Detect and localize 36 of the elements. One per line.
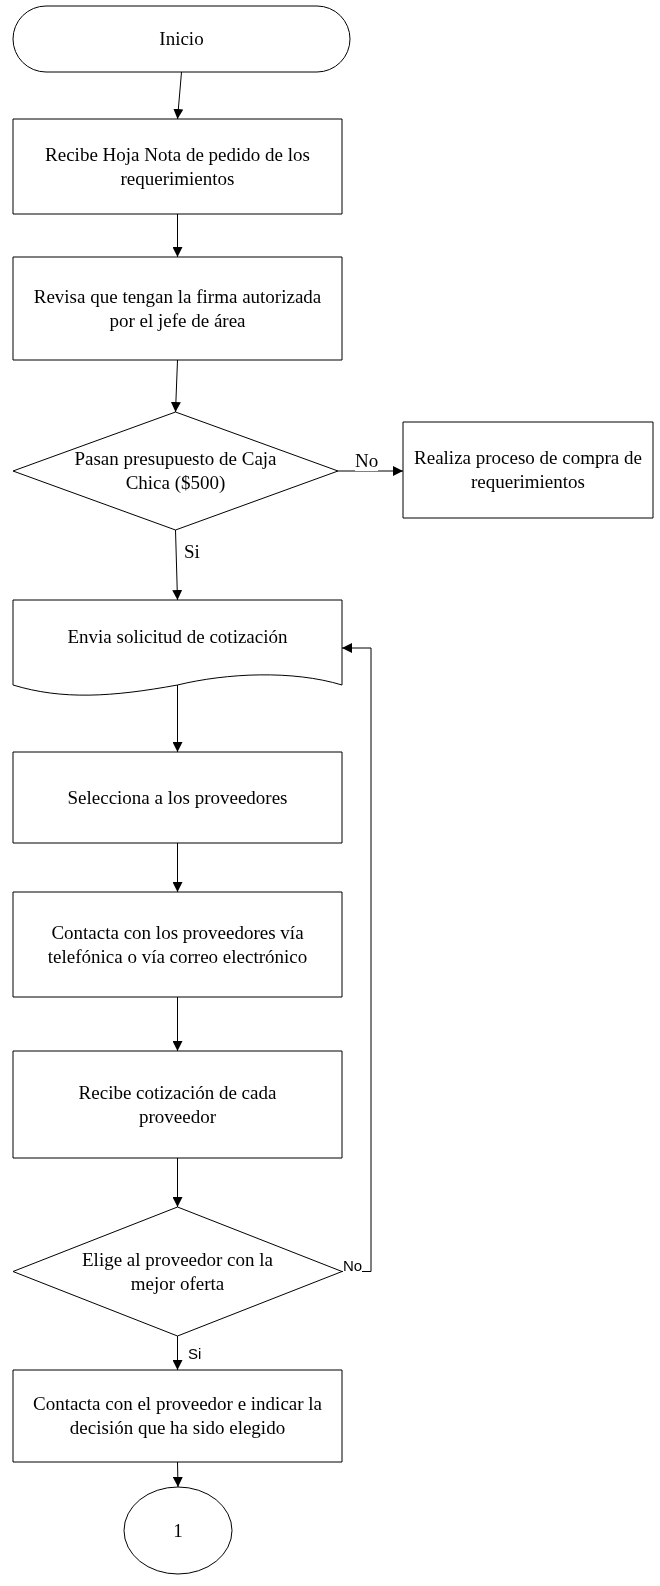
process-box: [403, 422, 653, 518]
arrow: [337, 466, 404, 476]
step-text: Pasan presupuesto de Caja Chica ($500): [73, 447, 278, 495]
step-text: 1: [173, 1518, 183, 1543]
arrow: [172, 1461, 183, 1488]
edge-label: No: [355, 451, 379, 471]
process-box: [13, 892, 342, 997]
arrow: [172, 529, 183, 601]
step-text: Selecciona a los proveedores: [67, 785, 288, 810]
decision-diamond: [13, 1207, 342, 1336]
process-box: [13, 1370, 342, 1462]
start-terminal: [13, 6, 350, 72]
decision-diamond: [13, 412, 338, 530]
step-text: Envia solicitud de cotización: [67, 625, 288, 649]
arrow: [172, 684, 183, 753]
step-text: Inicio: [159, 27, 204, 51]
arrow: [172, 1157, 183, 1208]
arrow: [172, 996, 183, 1052]
step-text: Contacta con los proveedores vía telefónica o vía correo electrónico: [46, 920, 309, 969]
connector-circle: [124, 1487, 232, 1574]
arrow: [172, 842, 183, 893]
step-text: Revisa que tengan la firma autorizada por el jefe de área: [32, 284, 323, 333]
step-text: Contacta con el proveedor e indicar la decisión que ha sido elegido: [31, 1392, 324, 1440]
step-text: Realiza proceso de compra de requerimientos: [413, 446, 643, 494]
process-box: [13, 257, 342, 360]
arrow: [341, 643, 372, 1272]
process-box: [13, 752, 342, 843]
arrow: [170, 359, 181, 413]
step-text: Elige al proveedor con la mejor oferta: [81, 1247, 274, 1296]
step-text: Recibe cotización de cada proveedor: [77, 1080, 278, 1129]
process-box: [13, 119, 342, 214]
step-text: Recibe Hoja Nota de pedido de los requerimientos: [44, 142, 311, 191]
arrow: [172, 213, 183, 258]
arrow: [172, 1335, 183, 1371]
process-box: [13, 1051, 342, 1158]
arrow: [173, 71, 184, 120]
